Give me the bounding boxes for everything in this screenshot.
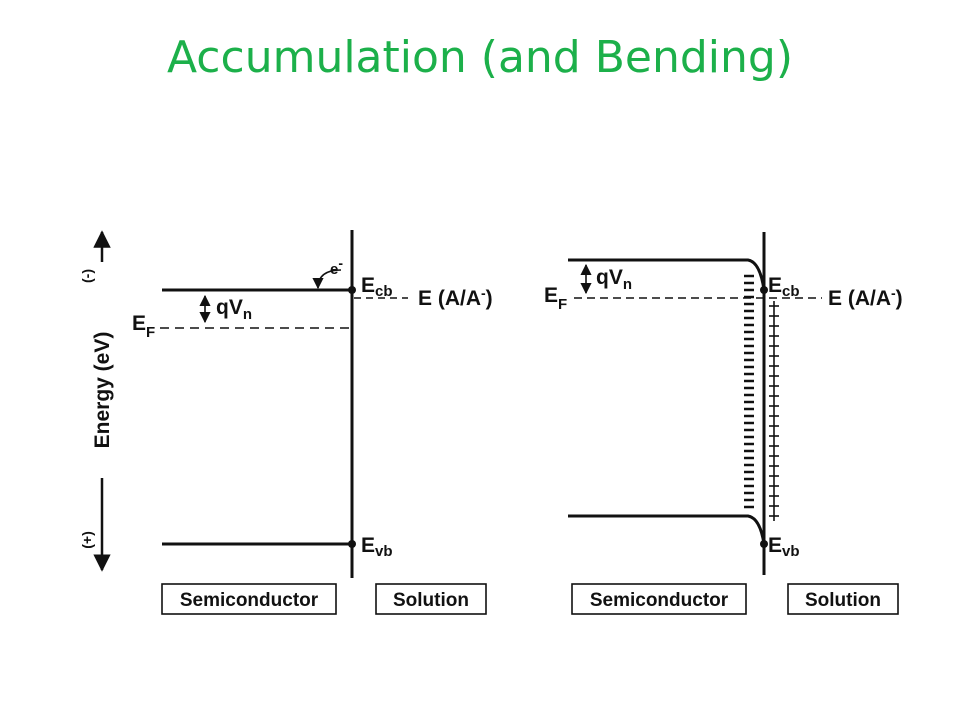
left-semiconductor-box: [161, 583, 337, 615]
positive-counter-charge: [769, 301, 779, 521]
left-solution-label: Solution: [393, 590, 469, 611]
right-solution-box: [787, 583, 899, 615]
left-semiconductor-label: Semiconductor: [180, 590, 319, 611]
electron-transfer-arrow: [312, 269, 342, 290]
left-solution-box: [375, 583, 487, 615]
right-evb-dot: [760, 540, 768, 548]
right-solution-label: Solution: [805, 590, 881, 611]
accumulated-electrons: [744, 274, 754, 509]
left-ecb-label: Ecb: [361, 274, 393, 300]
left-panel: (-) Energy (eV) (+) qVn EF e- Ecb E (A/A…: [79, 230, 493, 615]
right-conduction-band: [568, 258, 766, 291]
right-semiconductor-box: [571, 583, 747, 615]
left-evb-label: Evb: [361, 534, 393, 560]
slide-title: Accumulation (and Bending): [166, 32, 793, 83]
axis-top-sign: (-): [79, 269, 95, 283]
right-qvn-label: qVn: [596, 266, 632, 293]
energy-axis: (-) Energy (eV) (+): [79, 230, 114, 572]
right-semiconductor-label: Semiconductor: [590, 590, 729, 611]
left-ecb-dot: [348, 286, 356, 294]
left-fermi-label: EF: [132, 312, 155, 341]
right-panel: qVn EF Ecb E (A/A-) Evb Semiconductor So…: [544, 232, 903, 615]
right-valence-band: [568, 514, 766, 545]
right-ecb-label: Ecb: [768, 274, 800, 300]
energy-axis-label: Energy (eV): [91, 332, 114, 449]
right-ecb-dot: [760, 286, 768, 294]
left-redox-label: E (A/A-): [418, 285, 493, 310]
right-fermi-label: EF: [544, 284, 567, 313]
left-evb-dot: [348, 540, 356, 548]
right-evb-label: Evb: [768, 534, 800, 560]
left-qvn-label: qVn: [216, 296, 252, 323]
left-electron-label: e-: [330, 255, 343, 278]
axis-bottom-sign: (+): [79, 531, 95, 549]
right-redox-label: E (A/A-): [828, 285, 903, 310]
